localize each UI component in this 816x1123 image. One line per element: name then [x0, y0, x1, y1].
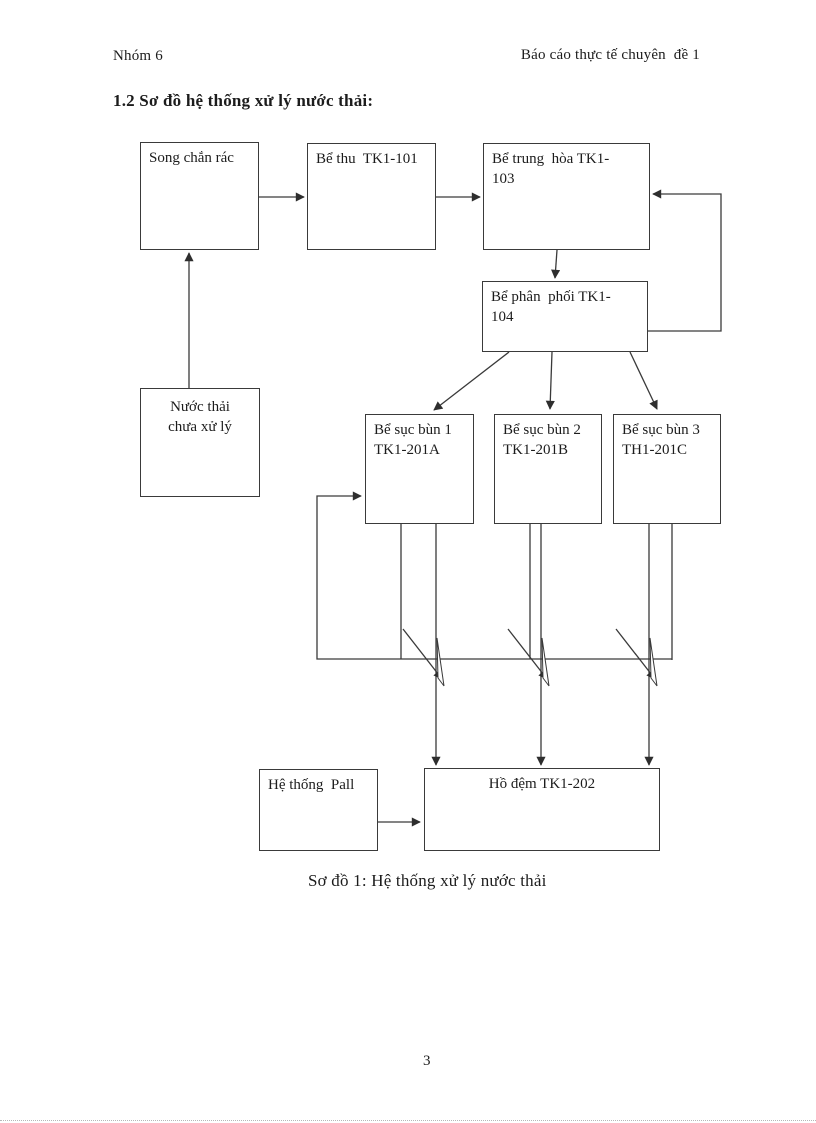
arrow-feedback-to-betrunghoa — [648, 189, 722, 332]
box-be-phan-phoi-label: Bể phân phối TK1- 104 — [491, 289, 611, 325]
slash-arrow-tank3 — [615, 628, 658, 687]
box-ho-dem: Hồ đệm TK1-202 — [424, 768, 660, 851]
box-song-chan-rac-label: Song chắn rác — [149, 150, 234, 166]
arrow-bephanphoi-to-tank2 — [545, 351, 555, 410]
box-be-trung-hoa: Bể trung hòa TK1- 103 — [483, 143, 650, 250]
slash-arrow-tank1 — [402, 628, 445, 687]
box-be-suc-bun-3-label: Bể sục bùn 3 TH1-201C — [622, 422, 700, 458]
arrow-bephanphoi-to-tank3 — [629, 351, 658, 410]
arrow-recirculation-to-tank1 — [316, 491, 672, 660]
box-song-chan-rac: Song chắn rác — [140, 142, 259, 250]
page-boundary-dots — [0, 1120, 816, 1121]
box-nuoc-thai: Nước thải chưa xử lý — [140, 388, 260, 497]
page-number: 3 — [423, 1053, 431, 1069]
box-be-suc-bun-2-label: Bể sục bùn 2 TK1-201B — [503, 422, 581, 458]
figure-caption: Sơ đồ 1: Hệ thống xử lý nước thải — [308, 871, 547, 890]
header-left: Nhóm 6 — [113, 48, 163, 64]
box-be-trung-hoa-label: Bể trung hòa TK1- 103 — [492, 151, 610, 187]
arrow-bephanphoi-to-tank1 — [433, 351, 510, 411]
box-be-suc-bun-1: Bể sục bùn 1 TK1-201A — [365, 414, 474, 524]
box-nuoc-thai-label: Nước thải chưa xử lý — [168, 399, 232, 435]
header-right: Báo cáo thực tế chuyên đề 1 — [520, 47, 700, 63]
box-be-thu-label: Bể thu TK1-101 — [316, 151, 418, 167]
section-title: 1.2 Sơ đồ hệ thống xử lý nước thải: — [113, 91, 374, 110]
box-be-suc-bun-2: Bể sục bùn 2 TK1-201B — [494, 414, 602, 524]
box-he-thong-pall: Hệ thống Pall — [259, 769, 378, 851]
arrow-betrunghoa-to-bephanphoi — [551, 249, 561, 279]
box-be-phan-phoi: Bể phân phối TK1- 104 — [482, 281, 648, 352]
box-be-suc-bun-3: Bể sục bùn 3 TH1-201C — [613, 414, 721, 524]
box-be-thu: Bể thu TK1-101 — [307, 143, 436, 250]
box-be-suc-bun-1-label: Bể sục bùn 1 TK1-201A — [374, 422, 452, 458]
box-he-thong-pall-label: Hệ thống Pall — [268, 777, 355, 793]
box-ho-dem-label: Hồ đệm TK1-202 — [488, 776, 596, 792]
slash-arrow-tank2 — [507, 628, 550, 687]
